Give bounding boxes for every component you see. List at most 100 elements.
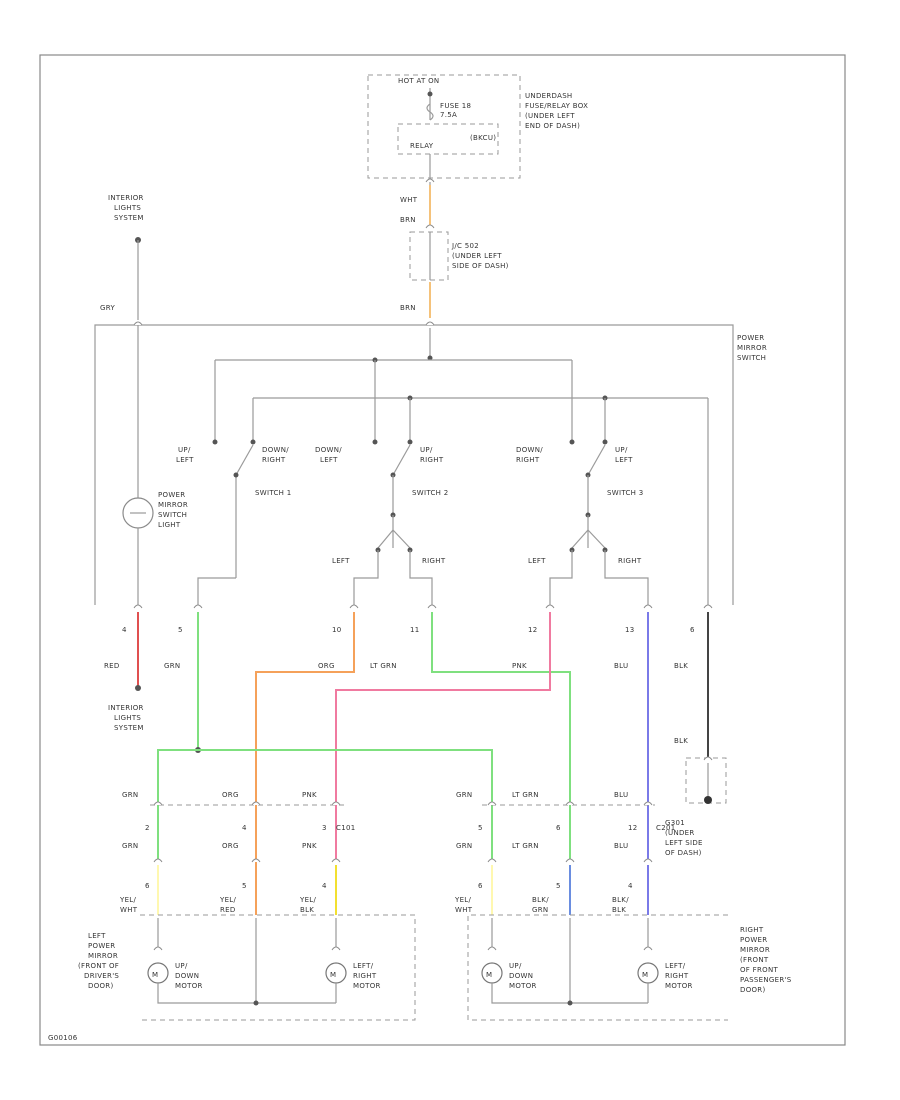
mw1-5: BLK/ xyxy=(612,896,629,904)
mw2-5: BLK xyxy=(612,906,626,914)
wire-label-grn: GRN xyxy=(164,662,180,670)
hp-4: 6 xyxy=(556,824,561,832)
s2-up-l2: RIGHT xyxy=(420,456,444,464)
relay-label: RELAY xyxy=(410,142,434,150)
switch-2: DOWN/ LEFT UP/ RIGHT SWITCH 2 LEFT RIGHT xyxy=(315,444,449,605)
ground-label-3: LEFT SIDE xyxy=(665,839,703,847)
lm-ud-1: UP/ xyxy=(175,962,188,970)
sl-label-4: LIGHT xyxy=(158,521,181,529)
mw2-4: GRN xyxy=(532,906,548,914)
mp-3: 6 xyxy=(478,882,483,890)
mw2-3: WHT xyxy=(455,906,473,914)
s1-down-l1: DOWN/ xyxy=(262,446,289,454)
left-power-mirror: LEFT POWER MIRROR (FRONT OF DRIVER'S DOO… xyxy=(78,914,416,1021)
hu-4: LT GRN xyxy=(512,791,539,799)
wire-label-org: ORG xyxy=(318,662,335,670)
lm-ud-2: DOWN xyxy=(175,972,199,980)
wire-label-gry: GRY xyxy=(100,304,115,312)
s2-name: SWITCH 2 xyxy=(412,489,449,497)
fuse-icon xyxy=(426,103,434,121)
rm-lr-1: LEFT/ xyxy=(665,962,686,970)
pms-label-1: POWER xyxy=(737,334,764,342)
interior-lights-bottom-l1: INTERIOR xyxy=(108,704,144,712)
pin-4: 4 xyxy=(122,626,127,634)
wire-label-blu: BLU xyxy=(614,662,628,670)
hl-5: BLU xyxy=(614,842,628,850)
hu-1: ORG xyxy=(222,791,239,799)
pin-6: 6 xyxy=(690,626,695,634)
hl-2: PNK xyxy=(302,842,317,850)
hp-0: 2 xyxy=(145,824,150,832)
lm-lr-1: LEFT/ xyxy=(353,962,374,970)
mp-0: 6 xyxy=(145,882,150,890)
feed-wires: WHT BRN J/C 502 (UNDER LEFT SIDE OF DASH… xyxy=(400,178,509,318)
block-label: (BKCU) xyxy=(470,134,496,142)
interior-lights-top: INTERIOR LIGHTS SYSTEM GRY xyxy=(100,194,144,320)
s3-up-l2: LEFT xyxy=(615,456,633,464)
rm-5: OF FRONT xyxy=(740,966,778,974)
sl-label-1: POWER xyxy=(158,491,185,499)
mp-5: 4 xyxy=(628,882,633,890)
hl-3: GRN xyxy=(456,842,472,850)
fuse-relay-box: HOT AT ON FUSE 18 7.5A RELAY (BKCU) UNDE… xyxy=(367,74,588,185)
rm-1: RIGHT xyxy=(740,926,764,934)
s3-name: SWITCH 3 xyxy=(607,489,644,497)
pms-label-2: MIRROR xyxy=(737,344,767,352)
fuse-box-desc-1: UNDERDASH xyxy=(525,92,573,100)
interior-lights-bottom: INTERIOR LIGHTS SYSTEM xyxy=(108,704,144,732)
s2-left-label: LEFT xyxy=(332,557,350,565)
motor-glyph: M xyxy=(486,971,492,979)
mw2-2: BLK xyxy=(300,906,314,914)
interior-lights-top-l1: INTERIOR xyxy=(108,194,144,202)
lm-lr-2: RIGHT xyxy=(353,972,377,980)
s3-right-label: RIGHT xyxy=(618,557,642,565)
rm-lr-3: MOTOR xyxy=(665,982,693,990)
hot-label: HOT AT ON xyxy=(398,77,439,85)
pin-10: 10 xyxy=(332,626,342,634)
s1-blade xyxy=(235,444,254,476)
hl-1: ORG xyxy=(222,842,239,850)
pin-5: 5 xyxy=(178,626,183,634)
hp-5: 12 xyxy=(628,824,638,832)
s1-down-l2: RIGHT xyxy=(262,456,286,464)
wire-label-pnk: PNK xyxy=(512,662,527,670)
switch-light: POWER MIRROR SWITCH LIGHT xyxy=(122,325,188,605)
interior-lights-bottom-l2: LIGHTS xyxy=(114,714,141,722)
colored-wires: RED GRN ORG LT GRN PNK BLU BLK xyxy=(104,612,709,915)
s2-up-l1: UP/ xyxy=(420,446,433,454)
fuse-box-desc-4: END OF DASH) xyxy=(525,122,580,130)
hu-0: GRN xyxy=(122,791,138,799)
mw1-4: BLK/ xyxy=(532,896,549,904)
hp-2: 3 xyxy=(322,824,327,832)
jc502-box xyxy=(409,231,449,281)
figure-id: G00106 xyxy=(48,1034,78,1042)
mw2-0: WHT xyxy=(120,906,138,914)
hu-2: PNK xyxy=(302,791,317,799)
pms-label-3: SWITCH xyxy=(737,354,766,362)
fuse-label: FUSE 18 xyxy=(440,102,471,110)
pin-13: 13 xyxy=(625,626,635,634)
motor-glyph: M xyxy=(642,971,648,979)
s2-down-l1: DOWN/ xyxy=(315,446,342,454)
right-power-mirror: RIGHT POWER MIRROR (FRONT OF FRONT PASSE… xyxy=(467,914,791,1021)
fuse-box-desc-2: FUSE/RELAY BOX xyxy=(525,102,588,110)
wire-label-ltgrn: LT GRN xyxy=(370,662,397,670)
s2-blade xyxy=(392,444,411,476)
lm-3: MIRROR xyxy=(88,952,118,960)
motor-glyph: M xyxy=(152,971,158,979)
motor-glyph: M xyxy=(330,971,336,979)
wire-label-wht: WHT xyxy=(400,196,418,204)
jc502-desc-2: SIDE OF DASH) xyxy=(452,262,509,270)
c101-label: C101 xyxy=(336,824,355,832)
fuse-node-top xyxy=(427,91,433,97)
power-mirror-switch: POWER MIRROR SWITCH xyxy=(94,321,767,605)
ground-label-2: (UNDER xyxy=(665,829,695,837)
wire-label-brn-1: BRN xyxy=(400,216,416,224)
mw1-0: YEL/ xyxy=(119,896,136,904)
wire-label-red: RED xyxy=(104,662,120,670)
fuse-box-desc-3: (UNDER LEFT xyxy=(525,112,575,120)
s1-up-l1: UP/ xyxy=(178,446,191,454)
s3-blade xyxy=(587,444,606,476)
lm-2: POWER xyxy=(88,942,115,950)
